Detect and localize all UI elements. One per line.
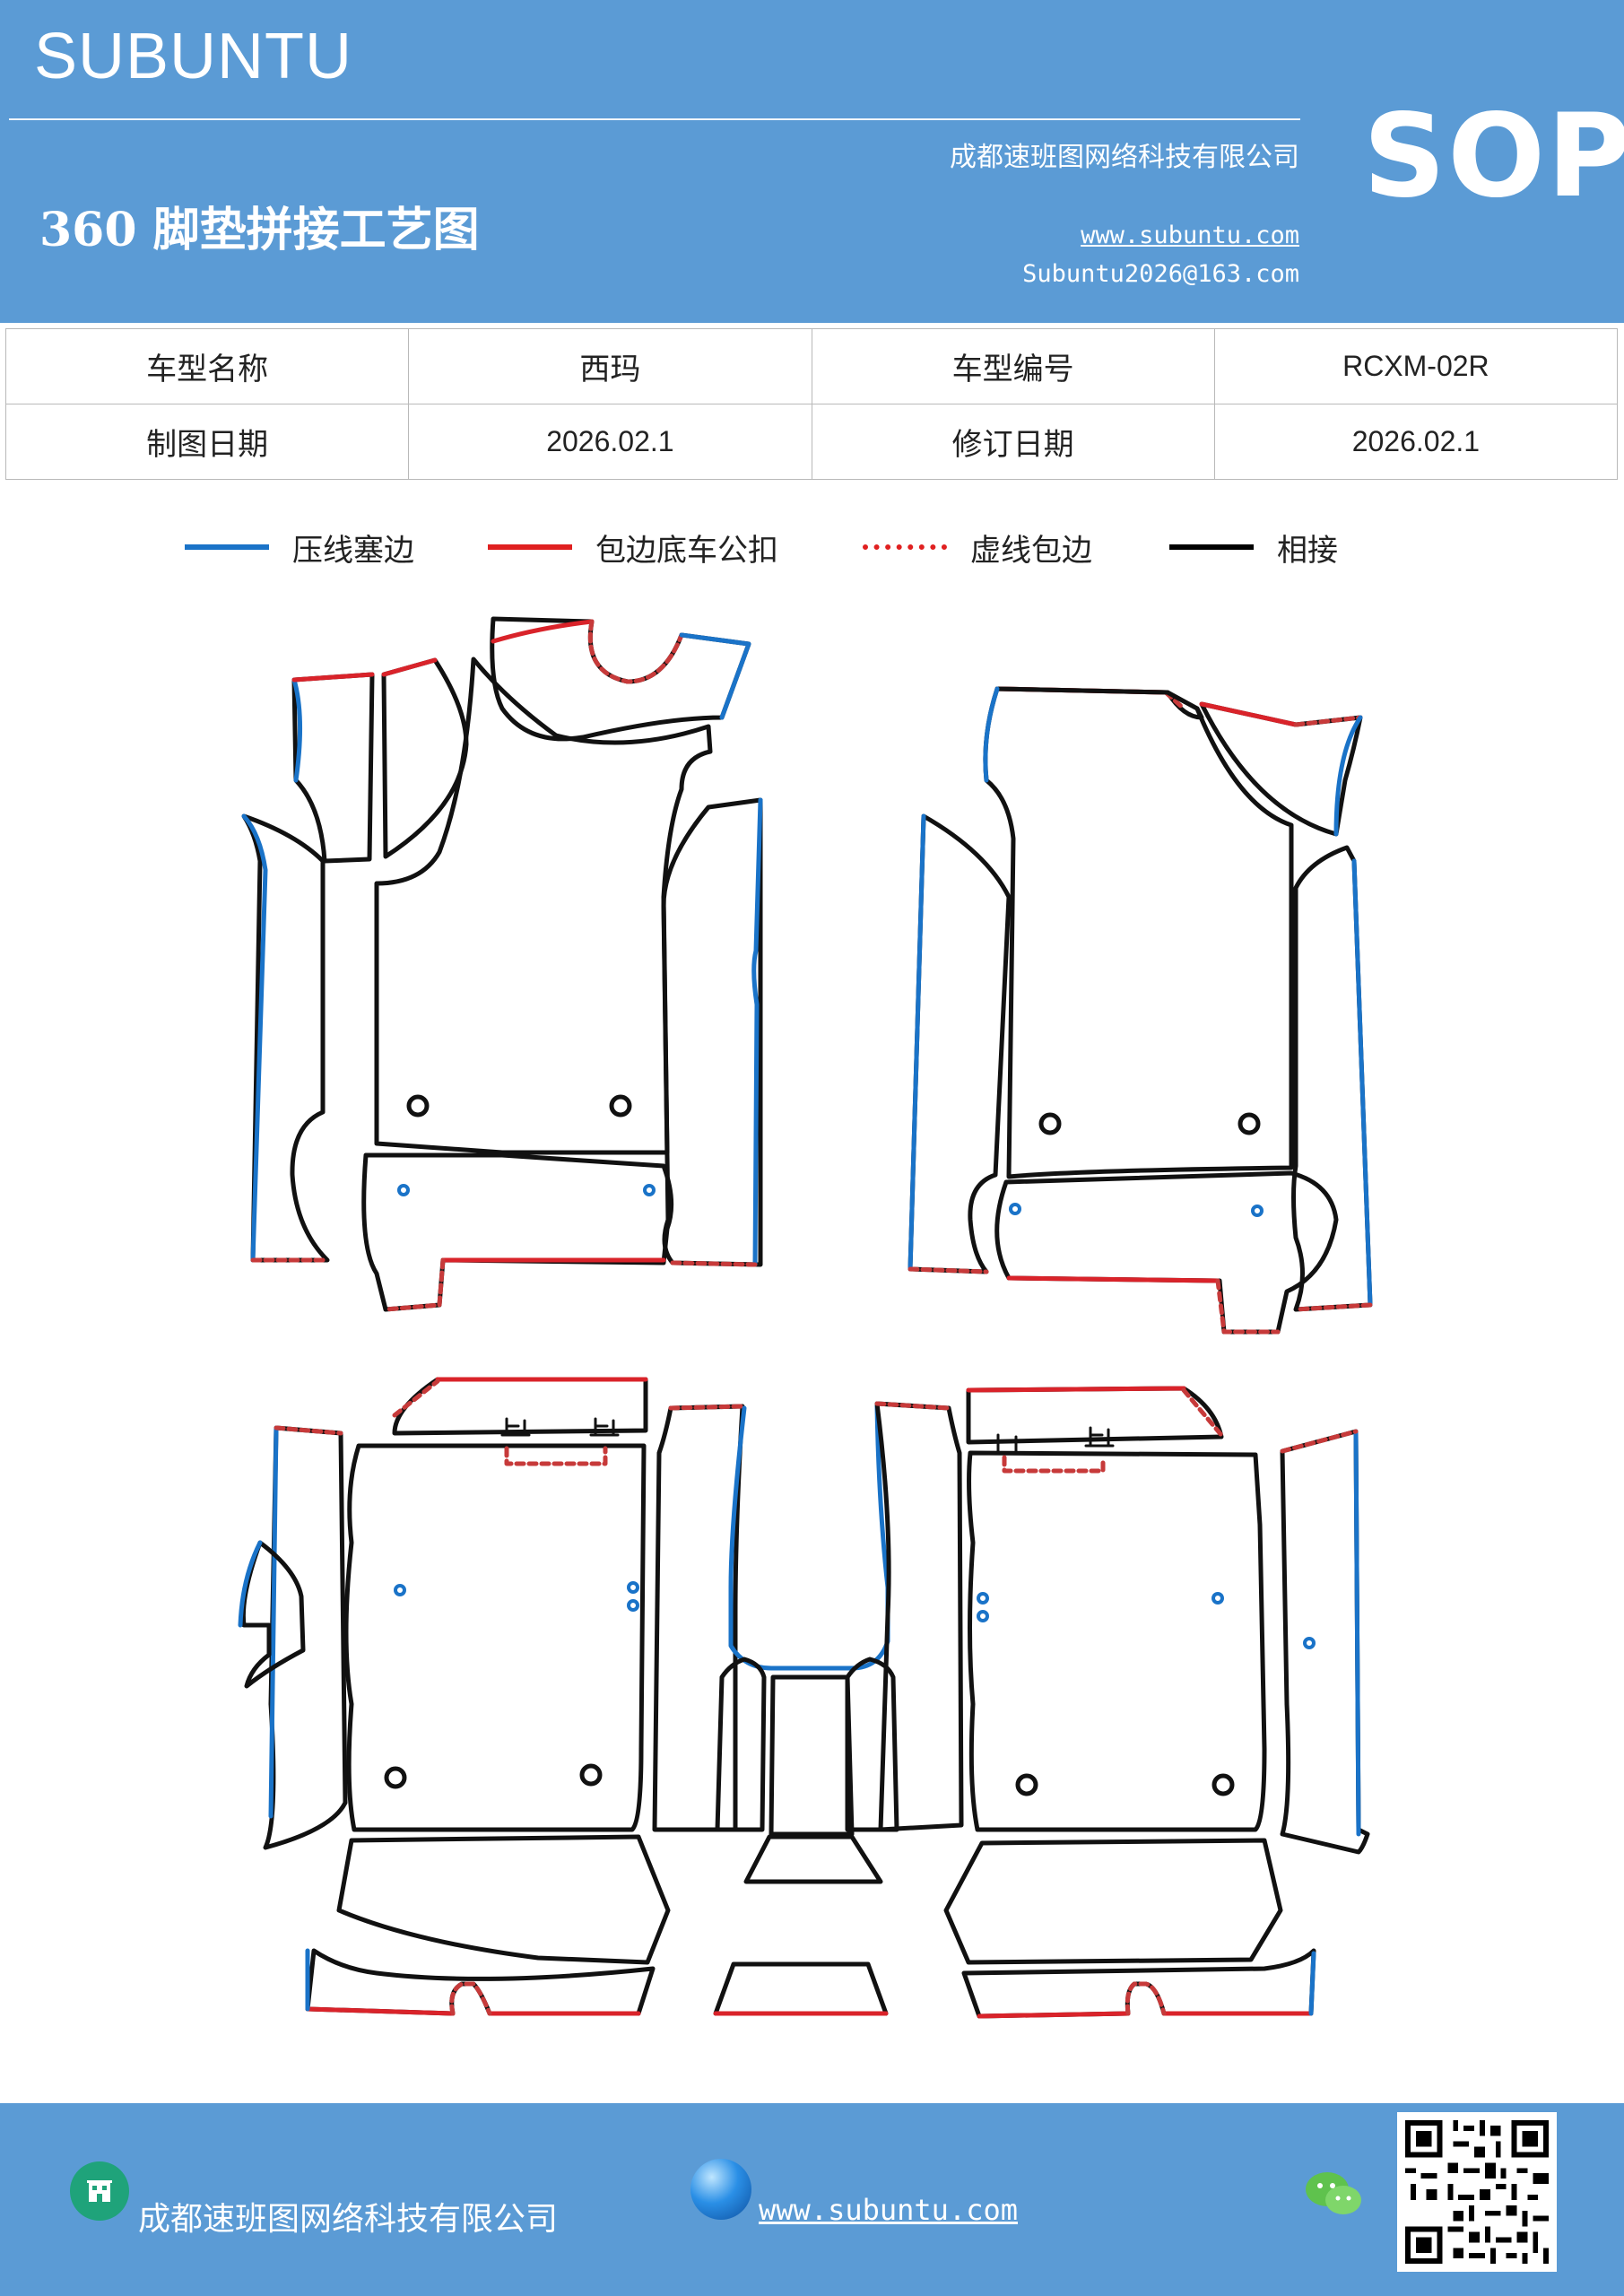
revise-date-value: 2026.02.1 — [1213, 404, 1619, 480]
mat-piece — [967, 1450, 1267, 1832]
legend-label: 压线塞边 — [292, 532, 414, 569]
mat-piece — [1291, 845, 1373, 1312]
mat-piece — [874, 1401, 964, 1832]
legend-swatch-black — [1169, 544, 1254, 550]
footer-banner: 成都速班图网络科技有限公司 www.subuntu.com — [0, 2103, 1624, 2296]
sop-label: SOP — [1363, 90, 1624, 223]
model-name-value: 西玛 — [408, 328, 812, 404]
footer-company: 成都速班图网络科技有限公司 — [138, 2201, 559, 2238]
mat-piece — [381, 657, 469, 859]
header-website-link[interactable]: www.subuntu.com — [1081, 222, 1299, 249]
header-banner: SUBUNTU 成都速班图网络科技有限公司 www.subuntu.com Su… — [0, 0, 1624, 323]
legend-item-dashed: 虚线包边 — [863, 520, 1092, 574]
table-row: 车型名称 西玛 车型编号 RCXM-02R — [4, 328, 1619, 404]
revise-date-label: 修订日期 — [811, 404, 1215, 480]
model-code-label: 车型编号 — [811, 328, 1215, 404]
brand-logo: SUBUNTU — [34, 21, 353, 92]
vehicle-info-table: 车型名称 西玛 车型编号 RCXM-02R 制图日期 2026.02.1 修订日… — [4, 328, 1619, 480]
legend-item-red: 包边底车公扣 — [488, 520, 778, 574]
legend-swatch-dashed — [863, 544, 947, 550]
mat-piece — [336, 1834, 671, 1965]
mat-front-left-group — [241, 616, 763, 1312]
mat-piece — [845, 1657, 899, 1832]
page-title: 360 脚垫拼接工艺图 — [39, 203, 480, 257]
building-icon — [70, 2161, 129, 2221]
legend-swatch-red — [488, 544, 572, 550]
footer-website-link[interactable]: www.subuntu.com — [759, 2193, 1018, 2227]
model-code-value: RCXM-02R — [1213, 328, 1619, 404]
mat-rear-right-group — [874, 1386, 1370, 2019]
mat-piece — [983, 686, 1294, 1179]
mat-piece — [769, 1674, 855, 1837]
legend-item-black: 相接 — [1169, 520, 1338, 574]
mat-center-tunnel — [713, 1404, 899, 2016]
header-email[interactable]: Subuntu2026@163.com — [1022, 260, 1299, 288]
header-divider — [9, 118, 1300, 120]
model-name-label: 车型名称 — [4, 328, 410, 404]
mat-piece — [715, 1657, 767, 1832]
mat-piece — [994, 1170, 1339, 1335]
header-company: 成都速班图网络科技有限公司 — [950, 142, 1299, 173]
legend-item-blue: 压线塞边 — [185, 520, 414, 574]
mat-piece — [291, 672, 375, 864]
table-row: 制图日期 2026.02.1 修订日期 2026.02.1 — [4, 404, 1619, 480]
draw-date-label: 制图日期 — [4, 404, 410, 480]
mat-piece — [908, 813, 1012, 1274]
mat-piece — [713, 1961, 889, 2016]
mat-piece — [241, 813, 330, 1263]
legend-label: 包边底车公扣 — [595, 532, 778, 569]
wechat-icon[interactable] — [1302, 2166, 1365, 2220]
qr-code — [1397, 2112, 1557, 2272]
draw-date-value: 2026.02.1 — [408, 404, 812, 480]
mat-piece — [943, 1838, 1283, 1965]
mat-rear-left-group — [238, 1377, 745, 2016]
legend: 压线塞边 包边底车公扣 虚线包边 相接 — [0, 520, 1624, 574]
mat-front-right-group — [908, 686, 1373, 1335]
mat-piece — [1199, 701, 1363, 837]
mat-piece — [374, 657, 713, 1155]
mat-piece — [661, 797, 763, 1267]
legend-label: 虚线包边 — [970, 532, 1092, 569]
globe-icon — [690, 2159, 751, 2220]
mat-piece — [743, 1834, 883, 1884]
legend-swatch-blue — [185, 544, 269, 550]
mat-piece — [343, 1443, 647, 1832]
legend-label: 相接 — [1277, 532, 1338, 569]
mat-piece — [361, 1152, 674, 1312]
mat-piece — [1280, 1429, 1370, 1855]
floor-mat-diagram — [238, 616, 1373, 2019]
